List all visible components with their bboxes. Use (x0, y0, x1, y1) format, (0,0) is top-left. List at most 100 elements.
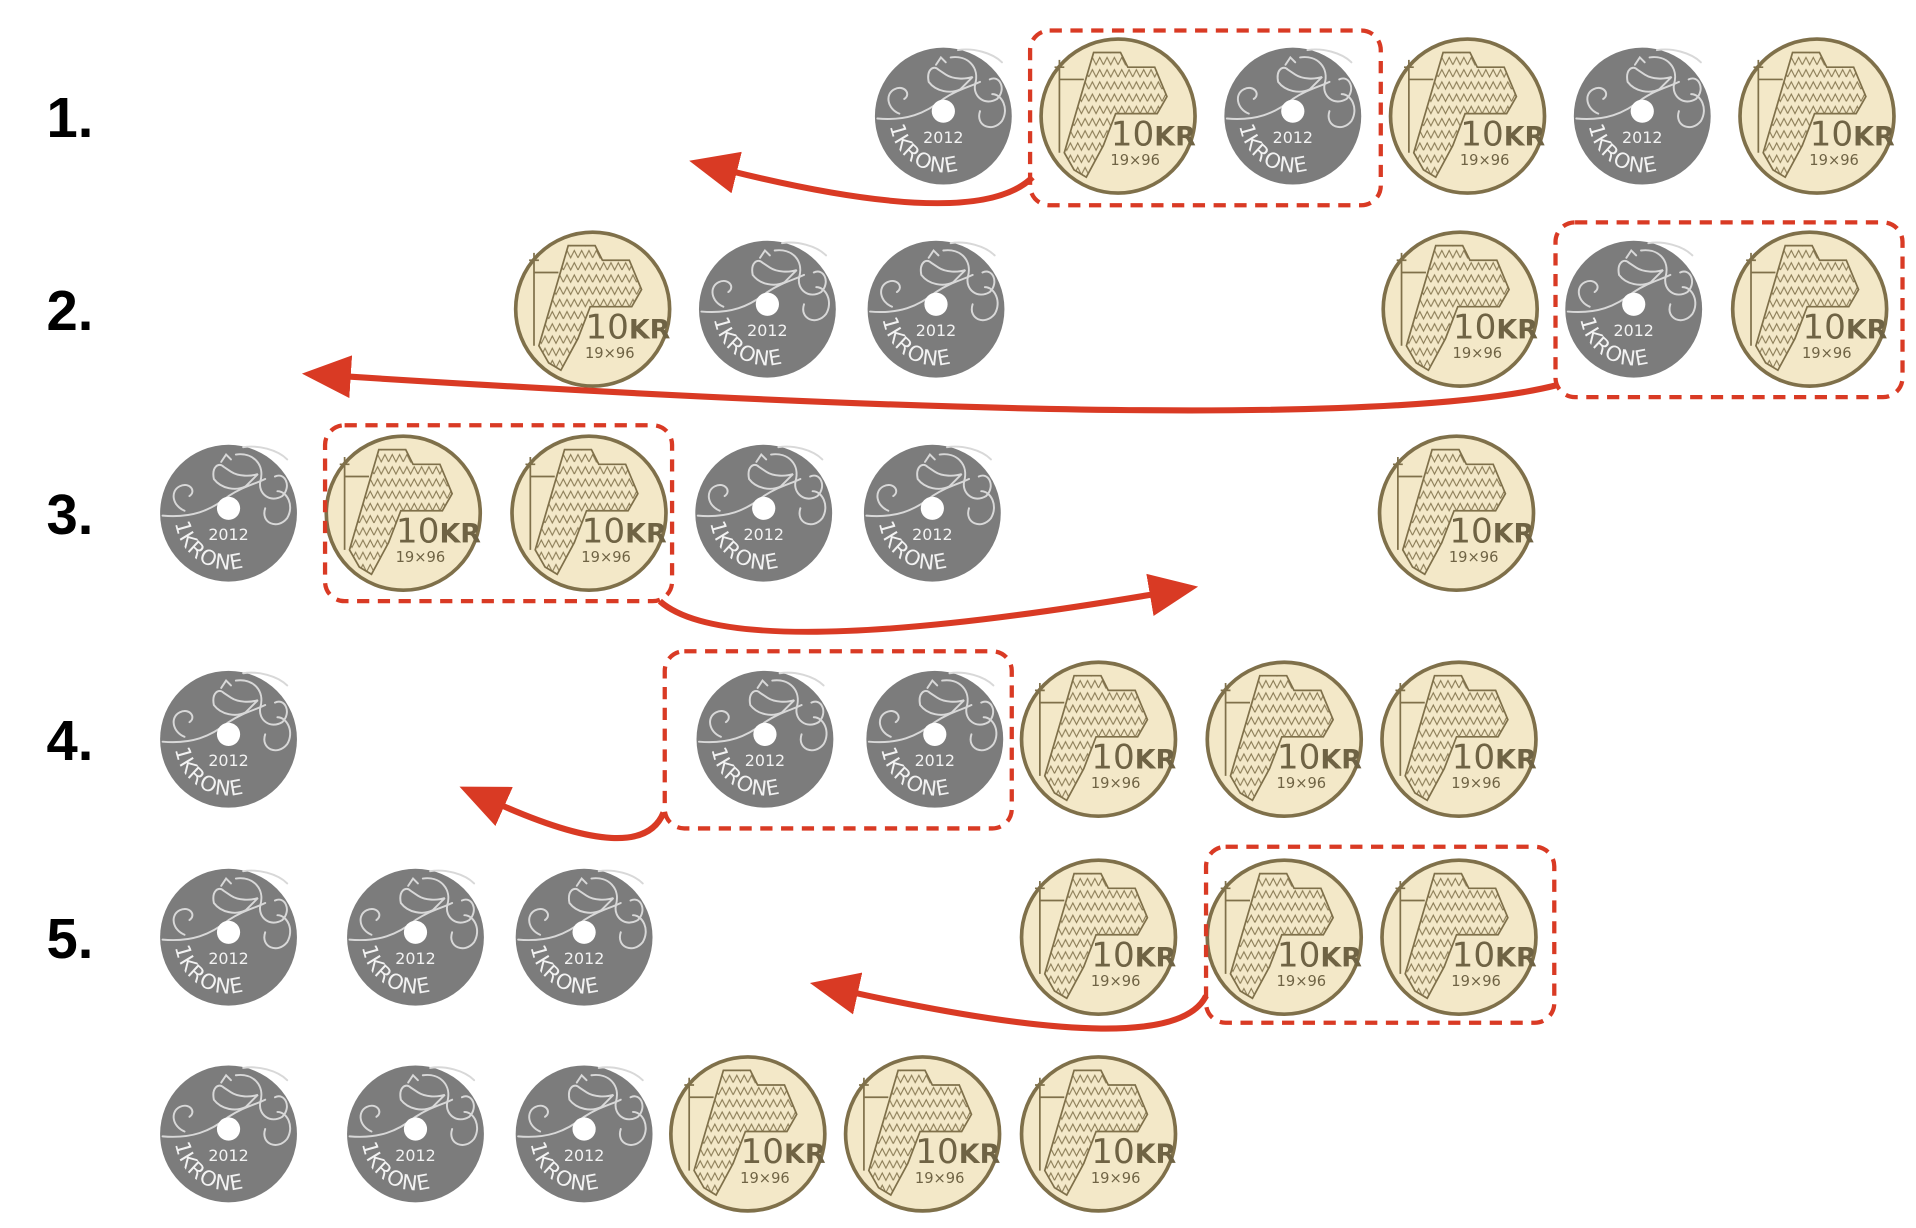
church-icon (1063, 51, 1168, 179)
tenkr-unit: KR (1320, 943, 1362, 974)
bird-ornament-icon (865, 445, 995, 526)
bird-ornament-icon (517, 869, 647, 950)
tenkr-year-text: 19×96 (1277, 973, 1327, 990)
tenkr-number: 10 (741, 1132, 785, 1172)
tenkr-value-text: 10KR (585, 307, 670, 347)
tenkr-value-text: 10KR (1810, 114, 1895, 154)
selected-pair-box (1553, 220, 1905, 400)
tenkr-year-text: 19×96 (1460, 152, 1510, 169)
krone-year-text: 2012 (1622, 128, 1662, 147)
tenkr-unit: KR (959, 1139, 1001, 1170)
selected-pair-box (1203, 844, 1557, 1025)
church-icon (534, 448, 639, 576)
tenkr-value-text: 10KR (1453, 307, 1538, 347)
tenkr-value-text: 10KR (915, 1132, 1000, 1172)
tenkr-number: 10 (1452, 738, 1496, 778)
bird-ornament-icon (348, 869, 479, 950)
cross-icon (859, 1077, 889, 1171)
tenkr-number: 10 (1453, 307, 1497, 347)
krone-year-text: 2012 (745, 751, 785, 770)
tenkr-value-text: 10KR (1277, 738, 1362, 778)
tenkr-number: 10 (1091, 1132, 1135, 1172)
step-label: 5. (46, 907, 93, 970)
tenkr-value-text: 10KR (1091, 936, 1176, 976)
cross-icon (1395, 683, 1425, 776)
tenkr-year-text: 19×96 (1451, 775, 1501, 792)
tenkr-unit: KR (1135, 943, 1177, 974)
tenkr-value-text: 10KR (582, 512, 667, 552)
bird-ornament-icon (696, 445, 827, 526)
tenkr-value-text: 10KR (1091, 738, 1176, 778)
church-icon (537, 244, 643, 372)
krone-year-text: 2012 (744, 525, 784, 544)
move-left-arrow (301, 355, 1559, 414)
tenkr-year-text: 19×96 (1091, 973, 1141, 990)
tenkr-year-text: 19×96 (1449, 549, 1499, 566)
tenkr-number: 10 (1091, 936, 1135, 976)
cross-icon (1395, 880, 1425, 974)
krone-year-text: 2012 (915, 751, 955, 770)
move-left-arrow (459, 786, 667, 842)
tenkr-number: 10 (1111, 114, 1155, 154)
tenkr-value-text: 10KR (1460, 114, 1545, 154)
tenkr-year-text: 19×96 (581, 549, 631, 566)
tenkr-value-text: 10KR (1452, 738, 1537, 778)
tenkr-value-text: 10KR (741, 1132, 826, 1172)
cross-icon (1220, 683, 1251, 776)
bird-ornament-icon (517, 1066, 647, 1146)
tenkr-value-text: 10KR (396, 512, 481, 552)
krone-year-text: 2012 (1273, 128, 1313, 147)
tenkr-unit: KR (1493, 519, 1535, 550)
krone-year-text: 2012 (564, 949, 604, 968)
bird-ornament-icon (348, 1066, 479, 1146)
move-left-arrow (809, 972, 1209, 1032)
tenkr-unit: KR (625, 519, 667, 550)
church-icon (1043, 872, 1149, 1000)
tenkr-number: 10 (1460, 114, 1504, 154)
krone-year-text: 2012 (923, 128, 963, 147)
church-icon (1405, 244, 1511, 372)
krone-year-text: 2012 (395, 949, 435, 968)
step-label: 3. (46, 483, 93, 546)
krone-year-text: 2012 (395, 1146, 435, 1165)
cross-icon (1753, 59, 1783, 153)
cross-icon (1392, 456, 1423, 550)
bird-ornament-icon (161, 1066, 292, 1146)
church-icon (693, 1069, 798, 1197)
move-left-arrow (689, 151, 1035, 207)
tenkr-year-text: 19×96 (915, 1170, 965, 1187)
tenkr-number: 10 (582, 512, 626, 552)
tenkr-year-text: 19×96 (1451, 973, 1501, 990)
tenkr-value-text: 10KR (1111, 114, 1196, 154)
cross-icon (525, 456, 555, 550)
tenkr-year-text: 19×96 (396, 549, 446, 566)
tenkr-year-text: 19×96 (1802, 345, 1852, 362)
tenkr-unit: KR (1320, 745, 1362, 776)
tenkr-unit: KR (1135, 1139, 1177, 1170)
selected-pair-box (1027, 28, 1383, 208)
church-icon (1404, 872, 1509, 1000)
church-icon (1754, 244, 1860, 372)
cross-icon (1403, 59, 1434, 153)
tenkr-number: 10 (915, 1132, 959, 1172)
church-icon (1401, 448, 1507, 576)
